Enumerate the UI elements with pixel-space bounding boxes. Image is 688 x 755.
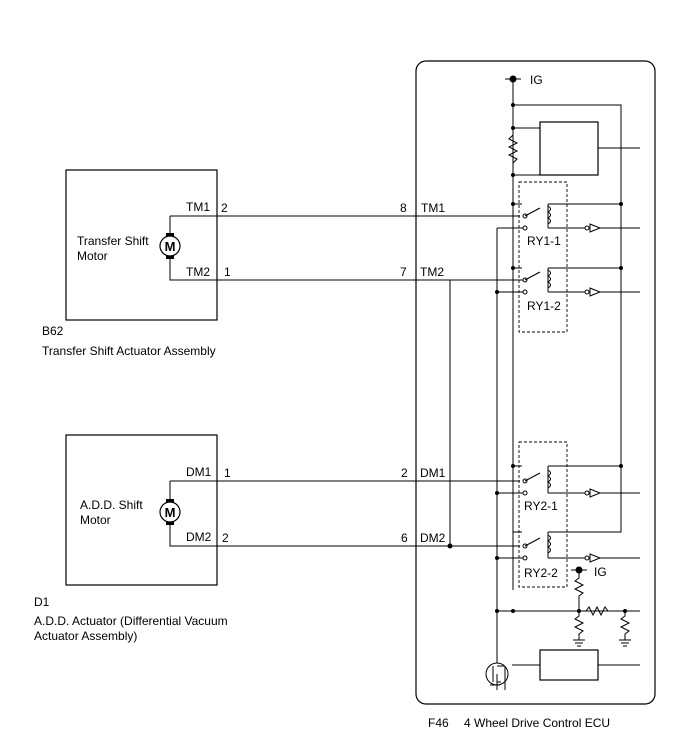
add-motor-label-2: Motor [80,513,111,527]
driver-block [539,649,599,681]
ecu-pin-2-num: 2 [401,466,408,480]
add-motor-icon: M [159,480,217,547]
ig-label-top: IG [530,73,543,87]
relay-ry1-1: RY1-1 [497,202,640,248]
ecu-pin-8-num: 8 [400,201,407,215]
transfer-motor-label-1: Transfer Shift [77,234,149,248]
add-connector-code: D1 [34,595,50,609]
transfer-pin-tm1-name: TM1 [186,200,210,214]
relay-label-ry2-1: RY2-1 [524,499,558,513]
ecu-pin-6-name: DM2 [420,531,446,545]
transfer-pin-tm1-num: 2 [221,201,228,215]
transfer-pin-tm2-name: TM2 [186,265,210,279]
relay-ry2-2: RY2-2 [495,530,640,580]
junction-dot [447,543,453,549]
add-pin-dm2-num: 2 [222,531,229,545]
ig-label-bottom: IG [594,565,607,579]
relay-group-2 [518,441,568,588]
add-pin-dm1-num: 1 [224,466,231,480]
ecu-name: 4 Wheel Drive Control ECU [464,716,610,730]
ecu-internal-circuit: IG [450,73,640,690]
relay-label-ry2-2: RY2-2 [524,566,558,580]
external-wires [217,215,520,547]
ecu-pin-6-num: 6 [401,531,408,545]
ecu-pin-7-name: TM2 [420,265,444,279]
transfer-motor-label-2: Motor [77,249,108,263]
transfer-motor-icon: M [159,215,217,281]
motor-symbol: M [165,505,176,520]
ecu-box [415,60,656,705]
transfer-assembly-name: Transfer Shift Actuator Assembly [42,344,216,358]
relay-label-ry1-2: RY1-2 [527,299,561,313]
add-assembly-name-2: Actuator Assembly) [34,629,137,643]
ecu-pin-8-name: TM1 [421,201,445,215]
ecu-pin-7-num: 7 [400,265,407,279]
control-ic-block [539,121,599,176]
transfer-connector-code: B62 [42,324,64,338]
ecu-connector-code: F46 [428,716,449,730]
relay-ry2-1: RY2-1 [495,464,640,513]
transfer-actuator-box [65,169,218,321]
motor-symbol: M [165,239,176,254]
add-assembly-name-1: A.D.D. Actuator (Differential Vacuum [34,614,228,628]
relay-group-1 [518,181,568,333]
add-motor-label-1: A.D.D. Shift [80,498,143,512]
add-pin-dm1-name: DM1 [186,465,212,479]
resistor-icon [507,134,519,164]
add-pin-dm2-name: DM2 [186,530,212,544]
relay-ry1-2: RY1-2 [495,266,640,313]
transfer-pin-tm2-num: 1 [224,265,231,279]
add-actuator-box [65,434,218,586]
ecu-pin-2-name: DM1 [420,466,446,480]
relay-label-ry1-1: RY1-1 [527,234,561,248]
